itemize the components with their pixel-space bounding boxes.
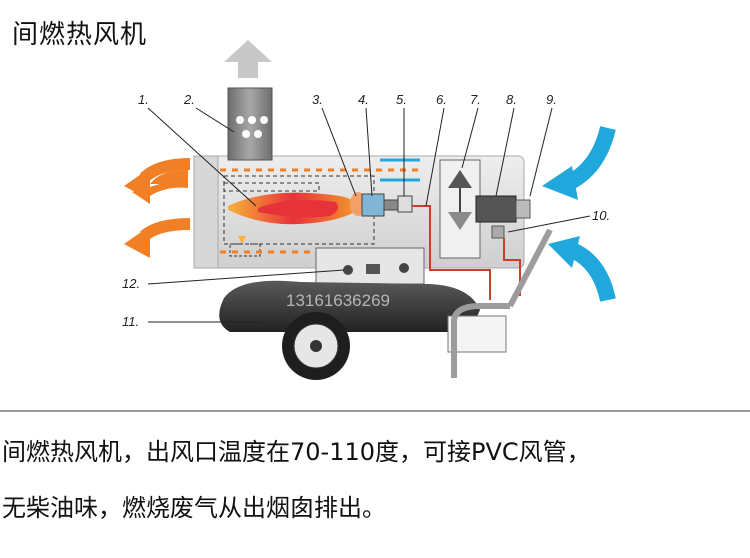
label-6: 6. xyxy=(436,92,447,107)
label-4: 4. xyxy=(358,92,369,107)
chimney xyxy=(227,87,273,161)
cold-air-arrow-top xyxy=(542,125,616,200)
label-11: 11. xyxy=(122,314,139,329)
leader-lines xyxy=(147,107,591,323)
label-10: 10. xyxy=(592,208,610,223)
handle-frame xyxy=(451,228,553,378)
label-12: 12. xyxy=(122,276,140,291)
label-5: 5. xyxy=(396,92,407,107)
watermark: 13161636269 xyxy=(286,291,390,310)
heater-diagram: 13161636269 1. 2. 3. 4. 5. 6. 7. 8. 9. 1… xyxy=(122,40,616,380)
label-8: 8. xyxy=(506,92,517,107)
label-9: 9. xyxy=(546,92,557,107)
hot-air-arrow-top xyxy=(124,158,191,204)
label-7: 7. xyxy=(470,92,481,107)
page-title: 间燃热风机 xyxy=(12,20,148,50)
label-1: 1. xyxy=(138,92,149,107)
label-2: 2. xyxy=(183,92,195,107)
base-tank xyxy=(219,280,507,353)
hot-air-arrow-bottom xyxy=(124,218,191,258)
exhaust-arrow xyxy=(224,40,272,78)
burner xyxy=(350,192,413,217)
fan xyxy=(439,159,481,259)
motor xyxy=(475,195,531,239)
fuel-line xyxy=(412,205,521,300)
caption-line-1: 间燃热风机，出风口温度在70-110度，可接PVC风管， xyxy=(2,438,591,466)
cold-air-arrow-bottom xyxy=(548,236,616,302)
divider xyxy=(0,410,750,412)
control-panel xyxy=(315,247,425,285)
wheel xyxy=(282,312,350,380)
caption-line-2: 无柴油味，燃烧废气从出烟囱排出。 xyxy=(2,494,386,522)
label-3: 3. xyxy=(312,92,323,107)
